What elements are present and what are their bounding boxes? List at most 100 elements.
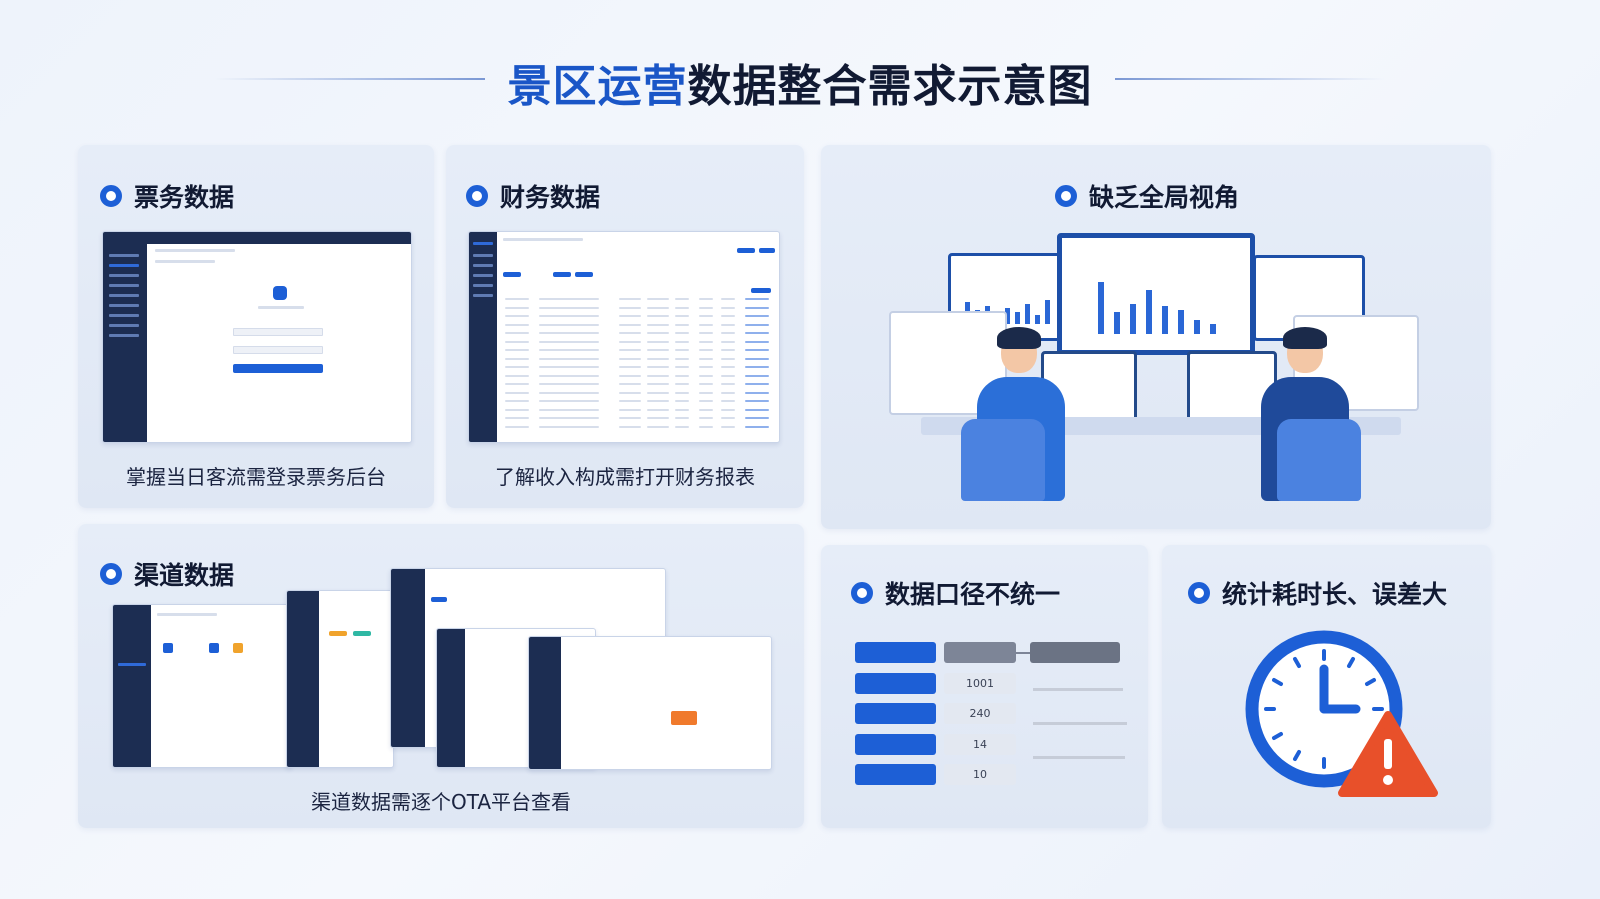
finance-table-cell: [675, 383, 689, 385]
card-global-view: 缺乏全局视角: [821, 145, 1491, 529]
finance-table-cell: [699, 349, 713, 351]
finance-table-cell: [619, 349, 641, 351]
caliber-note-1: [1033, 688, 1123, 691]
card-caliber-title: 数据口径不统一: [885, 580, 1061, 609]
caliber-row-label-1: [855, 673, 936, 694]
finance-table-cell: [539, 315, 599, 317]
finance-table-cell: [647, 383, 669, 385]
finance-table-cell: [647, 340, 669, 343]
caliber-header-c: [1030, 642, 1120, 663]
card-ticket-title: 票务数据: [134, 183, 235, 212]
finance-table-cell: [505, 340, 529, 343]
finance-table-cell: [539, 391, 599, 394]
title-row: 景区运营数据整合需求示意图: [0, 50, 1600, 112]
bullet-icon: [851, 582, 873, 604]
caliber-header-b: [944, 642, 1016, 663]
ota-screenshot-2: [286, 590, 394, 768]
finance-table-cell: [675, 298, 689, 300]
title-divider-right: [1115, 78, 1385, 80]
finance-table-cell: [647, 306, 669, 309]
finance-table-cell: [505, 323, 529, 326]
finance-table-cell: [647, 298, 669, 300]
card-ticket-data: 票务数据 掌握当日客流需登录票务后台: [78, 145, 434, 508]
finance-table-cell: [675, 323, 689, 326]
finance-table-cell: [505, 349, 529, 351]
bullet-icon: [466, 185, 488, 207]
card-global-head: 缺乏全局视角: [1055, 178, 1239, 214]
finance-table-cell: [745, 374, 769, 377]
finance-table-cell: [721, 332, 735, 334]
finance-table-cell: [721, 366, 735, 368]
title-divider-left: [215, 78, 485, 80]
monitor-center: [1057, 233, 1255, 355]
finance-table-cell: [539, 332, 599, 334]
finance-table-cell: [505, 306, 529, 309]
caliber-header-a: [855, 642, 936, 663]
card-finance-head: 财务数据: [466, 178, 600, 214]
finance-table-cell: [721, 408, 735, 411]
caliber-connector: [1016, 652, 1030, 654]
finance-table-cell: [505, 408, 529, 411]
finance-table-cell: [745, 383, 769, 385]
card-channel-title: 渠道数据: [134, 561, 235, 590]
finance-table-cell: [699, 315, 713, 317]
finance-table-cell: [675, 306, 689, 309]
finance-table-cell: [619, 417, 641, 419]
finance-table-cell: [539, 340, 599, 343]
finance-table-cell: [619, 298, 641, 300]
finance-table-cell: [745, 391, 769, 394]
finance-table-cell: [721, 340, 735, 343]
finance-table-cell: [539, 408, 599, 411]
finance-table-cell: [647, 400, 669, 402]
finance-table-cell: [647, 366, 669, 368]
card-stats-title: 统计耗时长、误差大: [1222, 580, 1448, 609]
clock-warning-icon: [1245, 630, 1438, 797]
finance-table-cell: [505, 425, 529, 428]
finance-table-cell: [699, 340, 713, 343]
finance-table-cell: [675, 349, 689, 351]
finance-table-cell: [699, 298, 713, 300]
ticket-backend-screenshot: [102, 231, 412, 443]
finance-table-cell: [721, 391, 735, 394]
finance-table-cell: [721, 425, 735, 428]
finance-table-cell: [721, 417, 735, 419]
finance-table-cell: [721, 323, 735, 326]
card-global-title: 缺乏全局视角: [1089, 183, 1240, 212]
finance-table-cell: [721, 349, 735, 351]
bullet-icon: [100, 563, 122, 585]
card-stats-head: 统计耗时长、误差大: [1188, 575, 1447, 611]
finance-table-cell: [619, 340, 641, 343]
finance-table-cell: [699, 357, 713, 360]
chair-left: [961, 419, 1045, 501]
finance-table-cell: [745, 298, 769, 300]
finance-table-cell: [619, 374, 641, 377]
finance-table-cell: [699, 408, 713, 411]
finance-table-cell: [675, 332, 689, 334]
finance-table-cell: [699, 332, 713, 334]
finance-table-cell: [619, 306, 641, 309]
finance-table-cell: [539, 417, 599, 419]
card-finance-title: 财务数据: [500, 183, 601, 212]
finance-table-cell: [721, 400, 735, 402]
finance-table-cell: [647, 374, 669, 377]
finance-table-cell: [675, 408, 689, 411]
finance-table-cell: [675, 417, 689, 419]
caliber-value-1: 1001: [944, 673, 1016, 694]
finance-table-cell: [619, 425, 641, 428]
card-channel-data: 渠道数据 渠道数据需逐个OTA平台查看: [78, 524, 804, 828]
finance-table-cell: [647, 408, 669, 411]
finance-table-cell: [647, 417, 669, 419]
page-title-rest: 数据整合需求示意图: [687, 61, 1093, 112]
finance-table-cell: [505, 374, 529, 377]
finance-table-cell: [675, 374, 689, 377]
card-channel-head: 渠道数据: [100, 556, 234, 592]
finance-table-cell: [721, 357, 735, 360]
finance-table-cell: [699, 366, 713, 368]
card-stats-slow: 统计耗时长、误差大: [1162, 545, 1491, 828]
finance-table-cell: [619, 315, 641, 317]
finance-table-cell: [699, 400, 713, 402]
card-caliber-head: 数据口径不统一: [851, 575, 1060, 611]
caliber-value-4: 10: [944, 764, 1016, 785]
finance-table-cell: [721, 306, 735, 309]
finance-table-cell: [647, 357, 669, 360]
